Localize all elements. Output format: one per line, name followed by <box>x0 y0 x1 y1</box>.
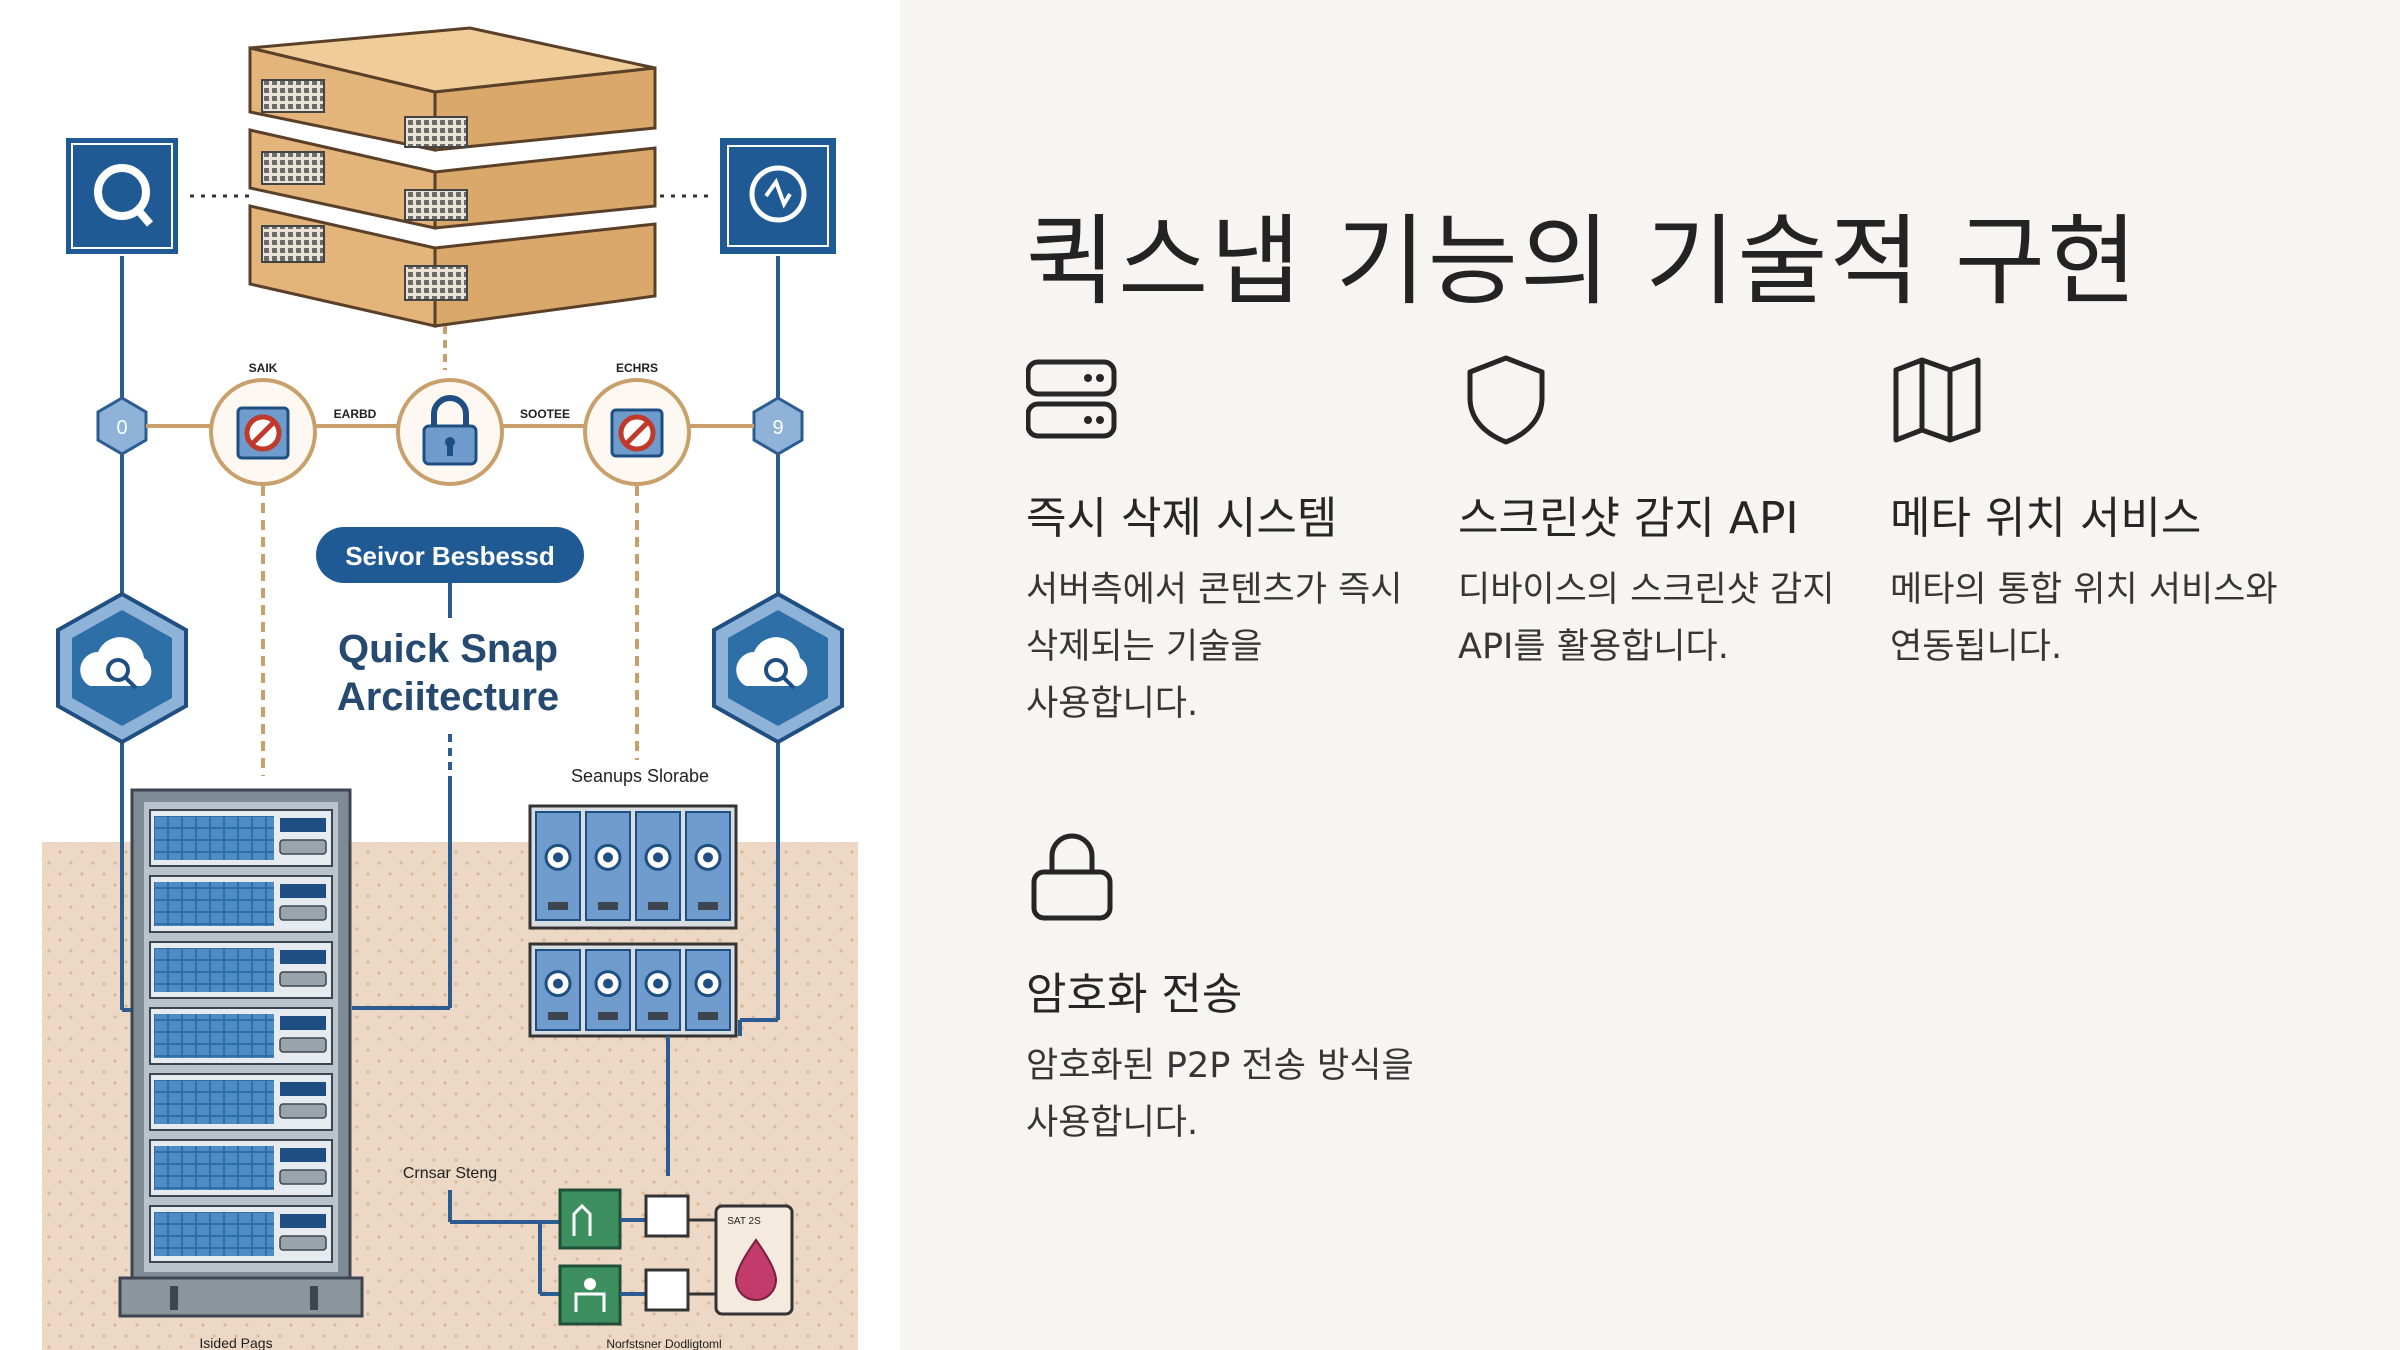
lock-node <box>396 378 504 486</box>
server-icon <box>1025 359 1117 439</box>
rack-slot <box>149 1205 333 1263</box>
svg-text:0: 0 <box>116 417 127 439</box>
feature-title: 암호화 전송 <box>1026 969 1243 1020</box>
storage-cell <box>685 949 731 1031</box>
rack-slot <box>149 1007 333 1065</box>
feature-meta-location: 메타 위치 서비스 메타의 통합 위치 서비스와 연동됩니다. <box>1890 352 2290 667</box>
architecture-illustration: 0 9 SAIK EARBD SOOTEE ECHRS Seivor Besbe… <box>0 0 900 1350</box>
shield-icon <box>1467 355 1545 445</box>
svg-text:SAIK: SAIK <box>249 361 278 375</box>
feature-title: 메타 위치 서비스 <box>1890 493 2202 544</box>
storage-cell <box>535 811 581 921</box>
feature-encrypted-transfer: 암호화 전송 암호화된 P2P 전송 방식을 사용합니다. <box>1026 828 1426 1143</box>
rack-slot <box>149 941 333 999</box>
rack-slot <box>149 1139 333 1197</box>
storage-cell <box>585 949 631 1031</box>
rack-slot <box>149 1073 333 1131</box>
svg-text:ECHRS: ECHRS <box>616 361 658 375</box>
svg-text:Seivor Besbessd: Seivor Besbessd <box>345 541 555 571</box>
storage-array <box>528 804 738 1038</box>
feature-title: 즉시 삭제 시스템 <box>1026 493 1338 544</box>
sensor-label: Crnsar Steng <box>403 1165 497 1182</box>
rack-slot <box>149 809 333 867</box>
node-blocked-left <box>209 378 317 486</box>
banner: Seivor Besbessd <box>316 527 584 583</box>
page-title: 퀵스냅 기능의 기술적 구현 <box>1026 205 2140 319</box>
storage-label: Seanups Slorabe <box>571 766 709 786</box>
svg-text:EARBD: EARBD <box>334 407 377 421</box>
svg-text:SAT 2S: SAT 2S <box>727 1216 761 1227</box>
chip-bottom <box>644 1268 690 1312</box>
search-icon <box>66 138 178 254</box>
storage-cell <box>635 949 681 1031</box>
content-panel: 퀵스냅 기능의 기술적 구현 즉시 삭제 시스템 서버측에서 콘텐츠가 즉시 삭… <box>1025 0 2366 1350</box>
hex-node-right: 9 <box>752 396 804 456</box>
lock-icon <box>1031 833 1113 921</box>
feature-desc: 서버측에서 콘텐츠가 즉시 삭제되는 기술을 사용합니다. <box>1026 570 1403 724</box>
svg-text:SOOTEE: SOOTEE <box>520 407 570 421</box>
feature-desc: 메타의 통합 위치 서비스와 연동됩니다. <box>1890 570 2278 667</box>
bottom-left-label: Isided Pags <box>199 1335 272 1350</box>
rack-slot <box>149 875 333 933</box>
device-green-bottom <box>558 1264 622 1326</box>
cloud-search-icon-right <box>712 591 844 745</box>
stacked-server-boxes <box>248 26 657 370</box>
feature-desc: 암호화된 P2P 전송 방식을 사용합니다. <box>1026 1046 1414 1143</box>
storage-cell <box>635 811 681 921</box>
storage-cell <box>585 811 631 921</box>
device-green-top <box>558 1188 622 1250</box>
map-icon <box>1893 357 1981 443</box>
analytics-icon <box>720 138 836 254</box>
storage-cell <box>685 811 731 921</box>
hex-node-left: 0 <box>96 396 148 456</box>
server-rack <box>118 788 364 1318</box>
drive-box: SAT 2S <box>714 1204 794 1316</box>
svg-text:9: 9 <box>772 417 783 439</box>
feature-screenshot-detect: 스크린샷 감지 API 디바이스의 스크린샷 감지 API를 활용합니다. <box>1458 352 1858 667</box>
diagram-title-line1: Quick Snap <box>338 627 558 671</box>
diagram-title-line2: Arciitecture <box>337 675 559 719</box>
cloud-search-icon-left <box>56 591 188 745</box>
feature-title: 스크린샷 감지 API <box>1458 493 1799 544</box>
chip-top <box>644 1194 690 1238</box>
bottom-right-label: Norfstsner Dodligtoml <box>606 1337 721 1350</box>
node-blocked-right <box>583 378 691 486</box>
storage-cell <box>535 949 581 1031</box>
feature-instant-delete: 즉시 삭제 시스템 서버측에서 콘텐츠가 즉시 삭제되는 기술을 사용합니다. <box>1025 352 1426 724</box>
feature-desc: 디바이스의 스크린샷 감지 API를 활용합니다. <box>1458 570 1835 667</box>
